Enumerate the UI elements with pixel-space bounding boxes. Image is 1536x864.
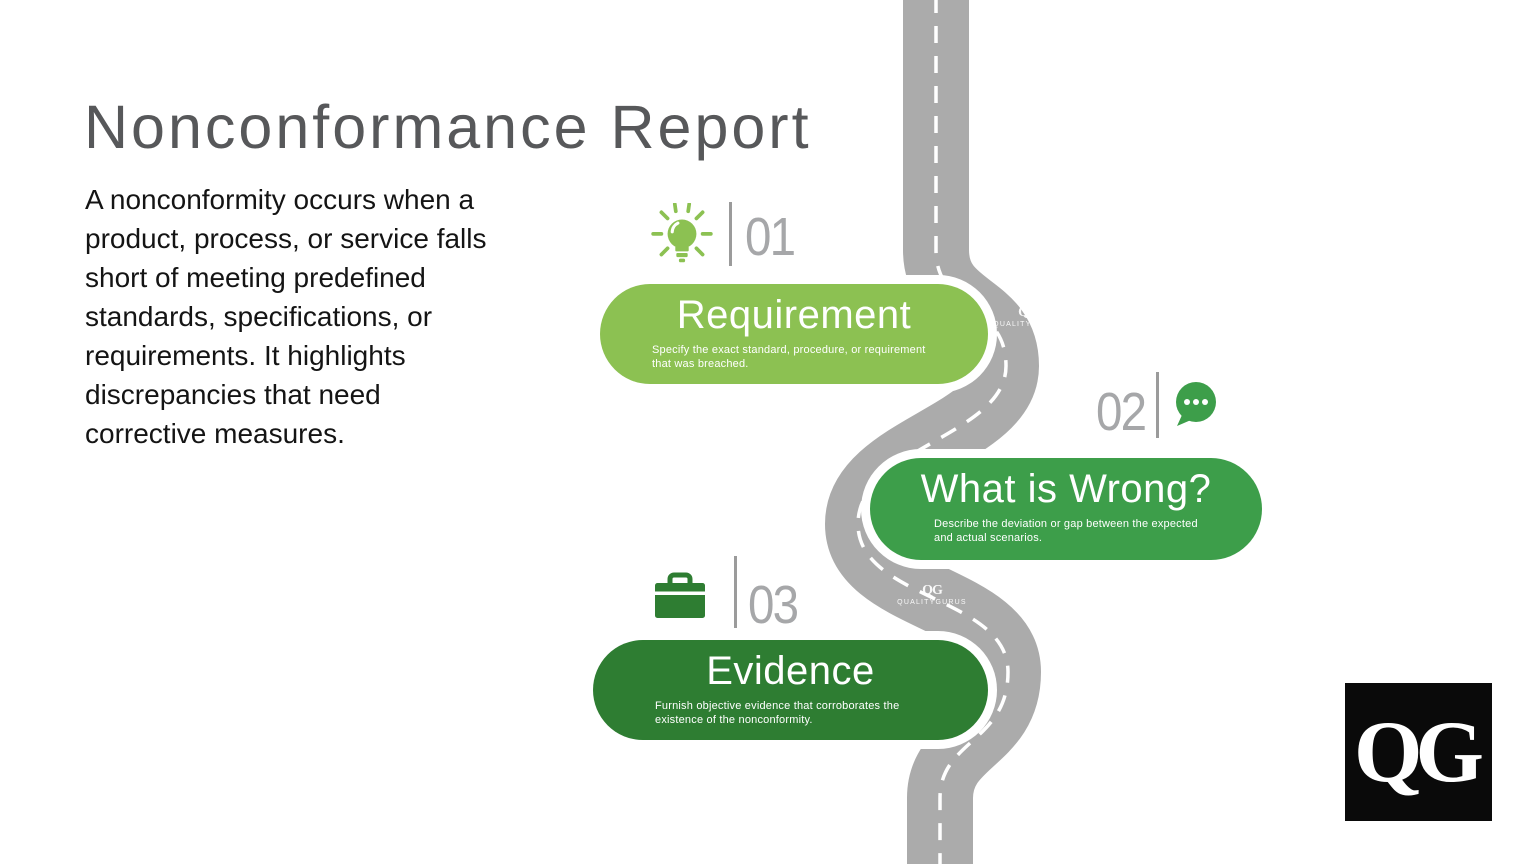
- road-bed: [824, 0, 1042, 864]
- speech-bubble-icon: [1171, 381, 1218, 433]
- page-description: A nonconformity occurs when a product, p…: [85, 184, 487, 449]
- step-card-requirement: Requirement Specify the exact standard, …: [600, 284, 988, 384]
- road-watermark: QG QUALITYGURUS: [887, 583, 977, 607]
- road-watermark: QG QUALITYGURUS: [983, 305, 1073, 329]
- step-description: Specify the exact standard, procedure, o…: [652, 344, 926, 370]
- milestone-divider: [1156, 372, 1159, 438]
- watermark-name: QUALITYGURUS: [897, 599, 967, 606]
- watermark-qg-logo: QG: [922, 583, 943, 598]
- milestone-number-02: 02: [1096, 382, 1147, 442]
- lightbulb-icon: [648, 202, 716, 276]
- briefcase-icon: [653, 572, 707, 625]
- qg-brand-logo: QG: [1345, 683, 1492, 821]
- step-card-what-is-wrong: What is Wrong? Describe the deviation or…: [870, 458, 1262, 560]
- step-description: Describe the deviation or gap between th…: [934, 518, 1198, 544]
- milestone-number-03: 03: [748, 575, 799, 635]
- milestone-divider: [729, 202, 732, 266]
- step-description: Furnish objective evidence that corrobor…: [655, 700, 900, 726]
- step-card-evidence: Evidence Furnish objective evidence that…: [593, 640, 988, 740]
- step-title: What is Wrong?: [920, 467, 1212, 511]
- watermark-name: QUALITYGURUS: [993, 321, 1063, 328]
- page-title: Nonconformance Report: [84, 93, 812, 161]
- step-title: Evidence: [706, 649, 875, 693]
- milestone-divider: [734, 556, 737, 628]
- step-title: Requirement: [676, 293, 912, 337]
- milestone-number-01: 01: [745, 207, 796, 267]
- qg-logo-text: QG: [1354, 703, 1484, 801]
- watermark-qg-logo: QG: [1018, 305, 1039, 320]
